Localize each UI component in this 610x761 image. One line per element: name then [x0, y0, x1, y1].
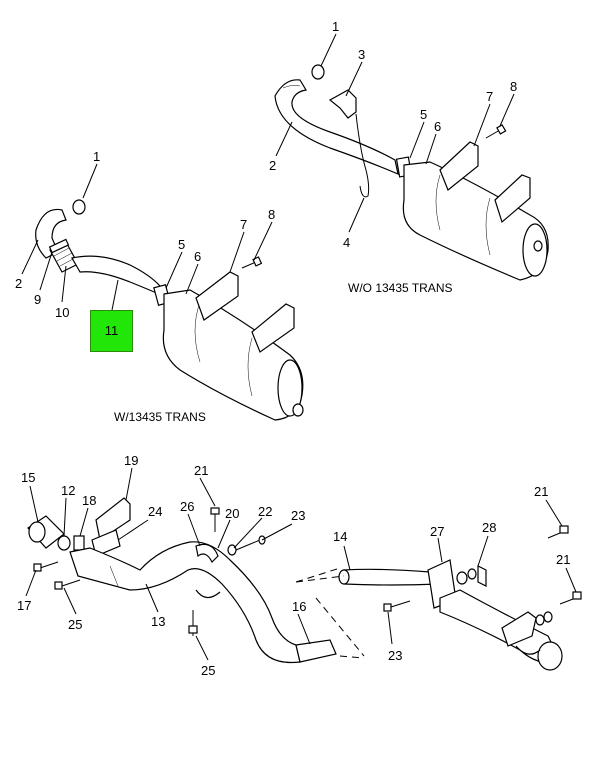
callout-number: 25: [201, 663, 215, 678]
callout-number: 3: [358, 47, 365, 62]
bolt: [383, 600, 411, 612]
pipe-clamp: [48, 238, 70, 254]
mounting-bracket: [501, 611, 537, 647]
callout-number: 6: [434, 119, 441, 134]
callout-number: 24: [148, 504, 162, 519]
muffler-strap-bracket: [439, 141, 479, 191]
callout-number: 2: [269, 158, 276, 173]
callout-number: 6: [194, 249, 201, 264]
gasket: [57, 535, 71, 551]
caption-with-13435-trans: W/13435 TRANS: [114, 410, 206, 424]
callout-number: 26: [180, 499, 194, 514]
hanger-rod: [355, 113, 370, 198]
callout-number: 12: [61, 483, 75, 498]
callout-number: 28: [482, 520, 496, 535]
callout-number: 19: [124, 453, 138, 468]
bolt: [241, 256, 263, 269]
clamp-hardware: [456, 565, 487, 587]
callouts-upper-left: 1 2 9 10 5 6 7 8: [15, 149, 275, 320]
hanger-bracket: [328, 89, 357, 119]
muffler-strap-bracket: [494, 174, 531, 224]
v-band-clamp: [73, 535, 85, 551]
callout-number: 17: [17, 598, 31, 613]
callout-number: 5: [178, 237, 185, 252]
callout-number: 16: [292, 599, 306, 614]
bolt: [547, 525, 569, 539]
lower-right-stack-assembly: [295, 525, 582, 671]
callout-number: 2: [15, 276, 22, 291]
callout-number: 9: [34, 292, 41, 307]
callout-number: 8: [510, 79, 517, 94]
callout-number: 14: [333, 529, 347, 544]
gasket-ring: [72, 199, 86, 215]
callout-number: 20: [225, 506, 239, 521]
callout-number: 25: [68, 617, 82, 632]
exhaust-pipe: [35, 208, 67, 259]
callout-number: 21: [534, 484, 548, 499]
callouts-upper-right: 1 3 7 8 5 6 2 4: [269, 19, 517, 250]
bolt: [33, 561, 59, 572]
callout-number: 27: [430, 524, 444, 539]
stack-pipe: [343, 568, 442, 586]
callout-number: 10: [55, 305, 69, 320]
muffler-strap-bracket: [251, 303, 295, 353]
callouts-lower-right: 21 14 27 28 21 23: [333, 484, 570, 663]
callout-number: 21: [194, 463, 208, 478]
callout-number: 21: [556, 552, 570, 567]
bolt: [210, 507, 220, 532]
callout-number: 1: [332, 19, 339, 34]
callout-number: 4: [343, 235, 350, 250]
clamp-hardware: [515, 611, 553, 655]
callout-number: 5: [420, 107, 427, 122]
tailpipe: [295, 639, 337, 663]
callout-number: 23: [388, 648, 402, 663]
callout-number: 8: [268, 207, 275, 222]
leader-lines: [21, 33, 577, 661]
assembly-without-13435-trans: [274, 64, 549, 281]
intermediate-pipe: [71, 255, 170, 300]
bolt: [54, 579, 81, 590]
callout-number: 7: [240, 217, 247, 232]
exhaust-pipe-s-bend: [69, 541, 301, 664]
bolt: [559, 591, 582, 605]
callout-number: 18: [82, 493, 96, 508]
callout-number: 23: [291, 508, 305, 523]
callout-number: 22: [258, 504, 272, 519]
muffler-strap-bracket: [195, 271, 239, 321]
callout-number: 13: [151, 614, 165, 629]
pipe-clamp: [195, 543, 219, 564]
gasket-ring: [311, 64, 325, 80]
bolt: [188, 610, 198, 636]
callout-number: 15: [21, 470, 35, 485]
highlighted-callout-label: 11: [104, 323, 119, 338]
assembly-with-13435-trans: [35, 199, 304, 421]
caption-without-13435-trans: W/O 13435 TRANS: [348, 281, 452, 295]
callout-number: 1: [93, 149, 100, 164]
nut-and-washer: [227, 535, 266, 556]
callouts-lower-left: 19 21 15 12 18 24 26 20 22 23 17 25 13 1…: [17, 453, 306, 678]
exhaust-pipe: [274, 79, 399, 176]
callout-number: 7: [486, 89, 493, 104]
highlighted-callout-11[interactable]: 11: [90, 310, 133, 352]
lower-left-pipe-assembly: [27, 497, 365, 664]
bolt: [485, 124, 507, 139]
